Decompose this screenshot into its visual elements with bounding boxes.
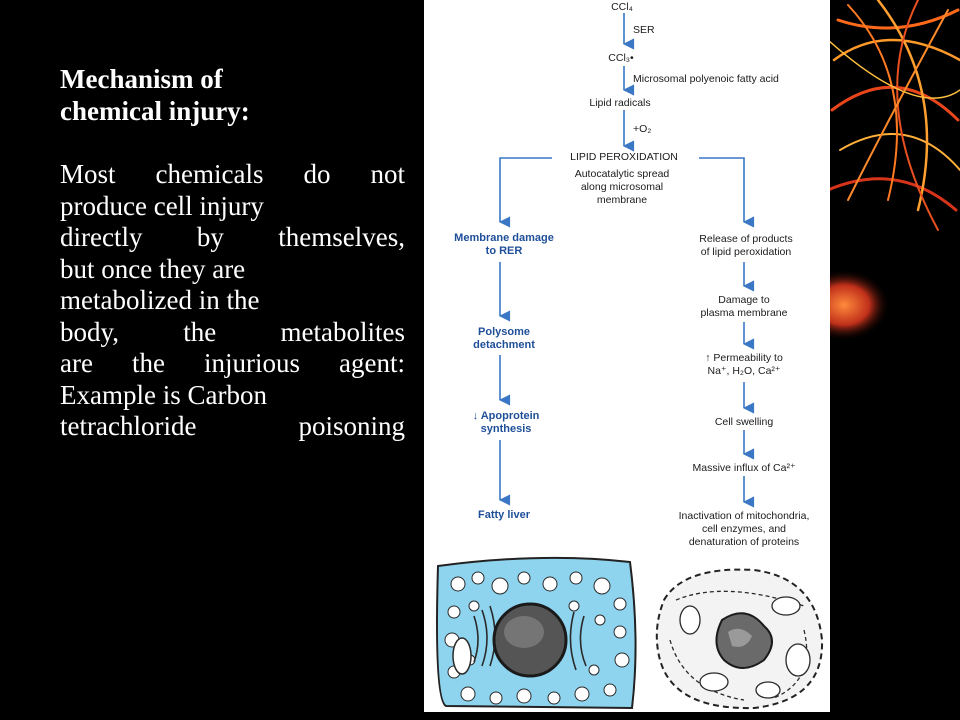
body-line: body, the metabolites bbox=[60, 316, 405, 347]
label-cell-swelling: Cell swelling bbox=[714, 416, 774, 428]
body-line: are the injurious agent: bbox=[60, 348, 405, 378]
label-apoprotein-synthesis: ↓ Apoprotein synthesis bbox=[472, 410, 540, 435]
label-fatty-acid: Microsomal polyenoic fatty acid bbox=[633, 73, 779, 85]
label-autocatalytic: Autocatalytic spread along microsomal me… bbox=[574, 168, 670, 206]
label-damage-plasma: Damage to plasma membrane bbox=[700, 294, 788, 319]
body-line: produce cell injury bbox=[60, 190, 264, 221]
label-polysome-detachment: Polysome detachment bbox=[473, 326, 535, 351]
body-line: directly by themselves, bbox=[60, 222, 405, 252]
label-lipid-peroxidation: LIPID PEROXIDATION bbox=[570, 151, 678, 163]
label-oxygen: +O₂ bbox=[633, 123, 652, 135]
damaged-cell-illustration bbox=[655, 568, 824, 710]
label-ccl4: CCl₄ bbox=[611, 1, 633, 13]
body-line: Example is Carbon bbox=[60, 379, 267, 410]
label-ser: SER bbox=[633, 24, 655, 36]
arrow-to-membrane-damage bbox=[498, 157, 552, 228]
title-line: chemical injury: bbox=[60, 95, 250, 126]
title-line: Mechanism of bbox=[60, 64, 223, 94]
normal-cell-illustration bbox=[436, 556, 637, 710]
body-line: but once they are bbox=[60, 253, 246, 284]
body-line: Most chemicals do not bbox=[60, 159, 405, 189]
label-inactivation: Inactivation of mitochondria, cell enzym… bbox=[678, 510, 810, 548]
flowchart-arrows bbox=[436, 13, 824, 710]
slide-title: Mechanism of chemical injury: bbox=[60, 64, 405, 127]
label-release-products: Release of products of lipid peroxidatio… bbox=[699, 233, 793, 258]
slide-text: Mechanism of chemical injury: Most chemi… bbox=[60, 64, 405, 443]
label-ccl3: CCl₃• bbox=[608, 52, 634, 64]
slide-body: Most chemicals do not produce cell injur… bbox=[60, 159, 405, 443]
label-massive-influx: Massive influx of Ca²⁺ bbox=[692, 462, 796, 474]
body-line: metabolized in the bbox=[60, 285, 260, 315]
decorative-swirl bbox=[828, 0, 960, 340]
flowchart-panel: CCl₄ SER CCl₃• Microsomal polyenoic fatt… bbox=[424, 0, 830, 712]
label-fatty-liver: Fatty liver bbox=[478, 509, 530, 521]
body-line: tetrachloride poisoning bbox=[60, 411, 405, 441]
label-permeability: ↑ Permeability to Na⁺, H₂O, Ca²⁺ bbox=[705, 352, 783, 377]
label-membrane-damage: Membrane damage to RER bbox=[454, 232, 554, 257]
label-lipid-radicals: Lipid radicals bbox=[589, 97, 651, 109]
arrow-to-release bbox=[699, 157, 755, 228]
